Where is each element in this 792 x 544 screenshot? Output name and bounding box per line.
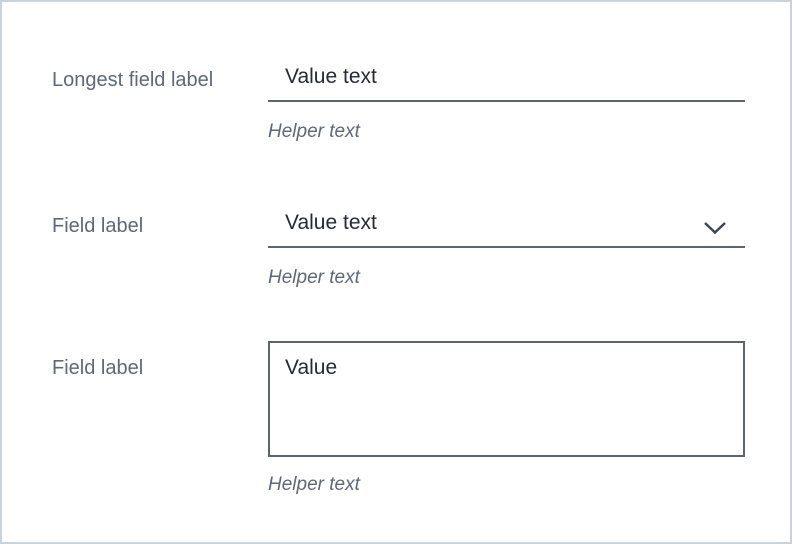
helper-text: Helper text	[268, 267, 360, 288]
text-input[interactable]	[268, 62, 745, 102]
helper-text: Helper text	[268, 121, 360, 142]
field-control: Value Helper text	[268, 341, 745, 497]
field-control: Helper text	[268, 62, 745, 144]
chevron-down-icon	[703, 216, 727, 235]
field-control: Value text Helper text	[268, 208, 745, 290]
form-field-row-text: Longest field label Helper text	[52, 62, 745, 144]
form: Longest field label Helper text Field la…	[2, 2, 790, 497]
form-field-row-select: Field label Value text Helper text	[52, 208, 745, 290]
select-value: Value text	[285, 211, 377, 234]
field-label: Longest field label	[52, 69, 214, 91]
textarea-input[interactable]: Value	[268, 341, 745, 457]
field-label: Field label	[52, 215, 144, 237]
form-field-row-textarea: Field label Value Helper text	[52, 341, 745, 497]
select-input[interactable]: Value text	[268, 208, 745, 248]
field-label: Field label	[52, 357, 144, 379]
helper-text: Helper text	[268, 474, 360, 495]
